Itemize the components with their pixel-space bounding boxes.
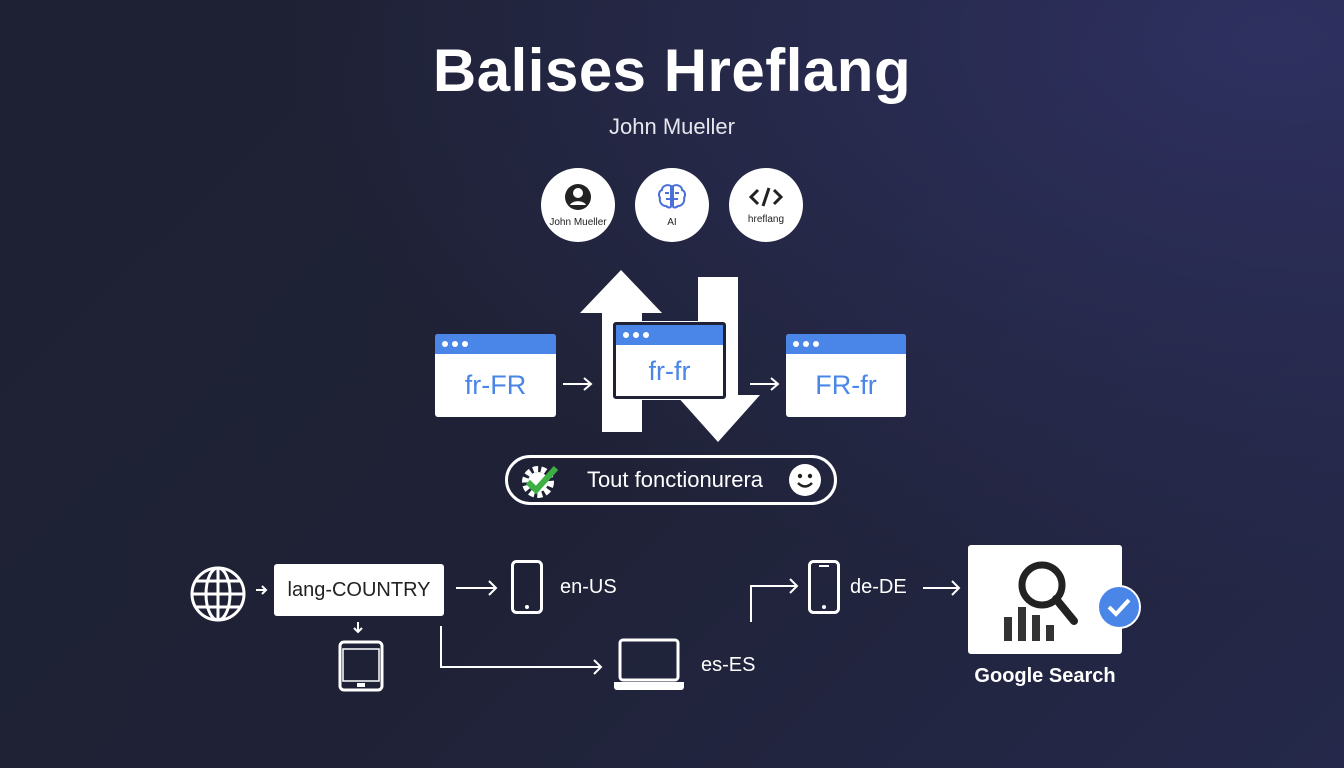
circle-label: hreflang <box>747 213 785 225</box>
window-label: fr-fr <box>648 356 691 386</box>
search-analytics-icon <box>1004 561 1078 641</box>
google-search-label: Google Search <box>974 665 1116 687</box>
circle-john-mueller: John Mueller <box>541 168 615 242</box>
circle-label: AI <box>667 216 677 228</box>
code-icon <box>749 187 783 206</box>
verified-check-icon <box>1097 585 1141 629</box>
page-title: Balises Hreflang <box>432 37 912 104</box>
brain-icon <box>657 183 687 208</box>
window-label: FR-fr <box>815 370 877 400</box>
tablet-icon <box>338 640 384 692</box>
user-icon <box>565 183 591 210</box>
locale-label-en-US: en-US <box>560 576 617 598</box>
circle-label: John Mueller <box>549 216 607 228</box>
phone-icon <box>511 560 543 614</box>
window-label: fr-FR <box>464 370 527 400</box>
locale-label-de-DE: de-DE <box>850 576 907 598</box>
smiley-icon <box>789 464 821 496</box>
google-search-card <box>968 545 1122 654</box>
phone-icon <box>808 560 840 614</box>
lang-country-box: lang-COUNTRY <box>274 564 444 616</box>
window-FR-fr: FR-fr <box>786 334 906 417</box>
status-label: Tout fonctionurera <box>586 467 764 492</box>
laptop-icon <box>614 638 684 690</box>
gear-check-icon <box>522 465 559 498</box>
circle-ai: AI <box>635 168 709 242</box>
globe-icon <box>190 566 246 622</box>
circle-hreflang: hreflang <box>729 168 803 242</box>
window-fr-FR: fr-FR <box>435 334 556 417</box>
window-fr-fr: fr-fr <box>613 322 726 399</box>
subtitle: John Mueller <box>609 114 735 139</box>
locale-label-es-ES: es-ES <box>701 654 756 676</box>
status-pill: Tout fonctionurera <box>505 455 837 505</box>
